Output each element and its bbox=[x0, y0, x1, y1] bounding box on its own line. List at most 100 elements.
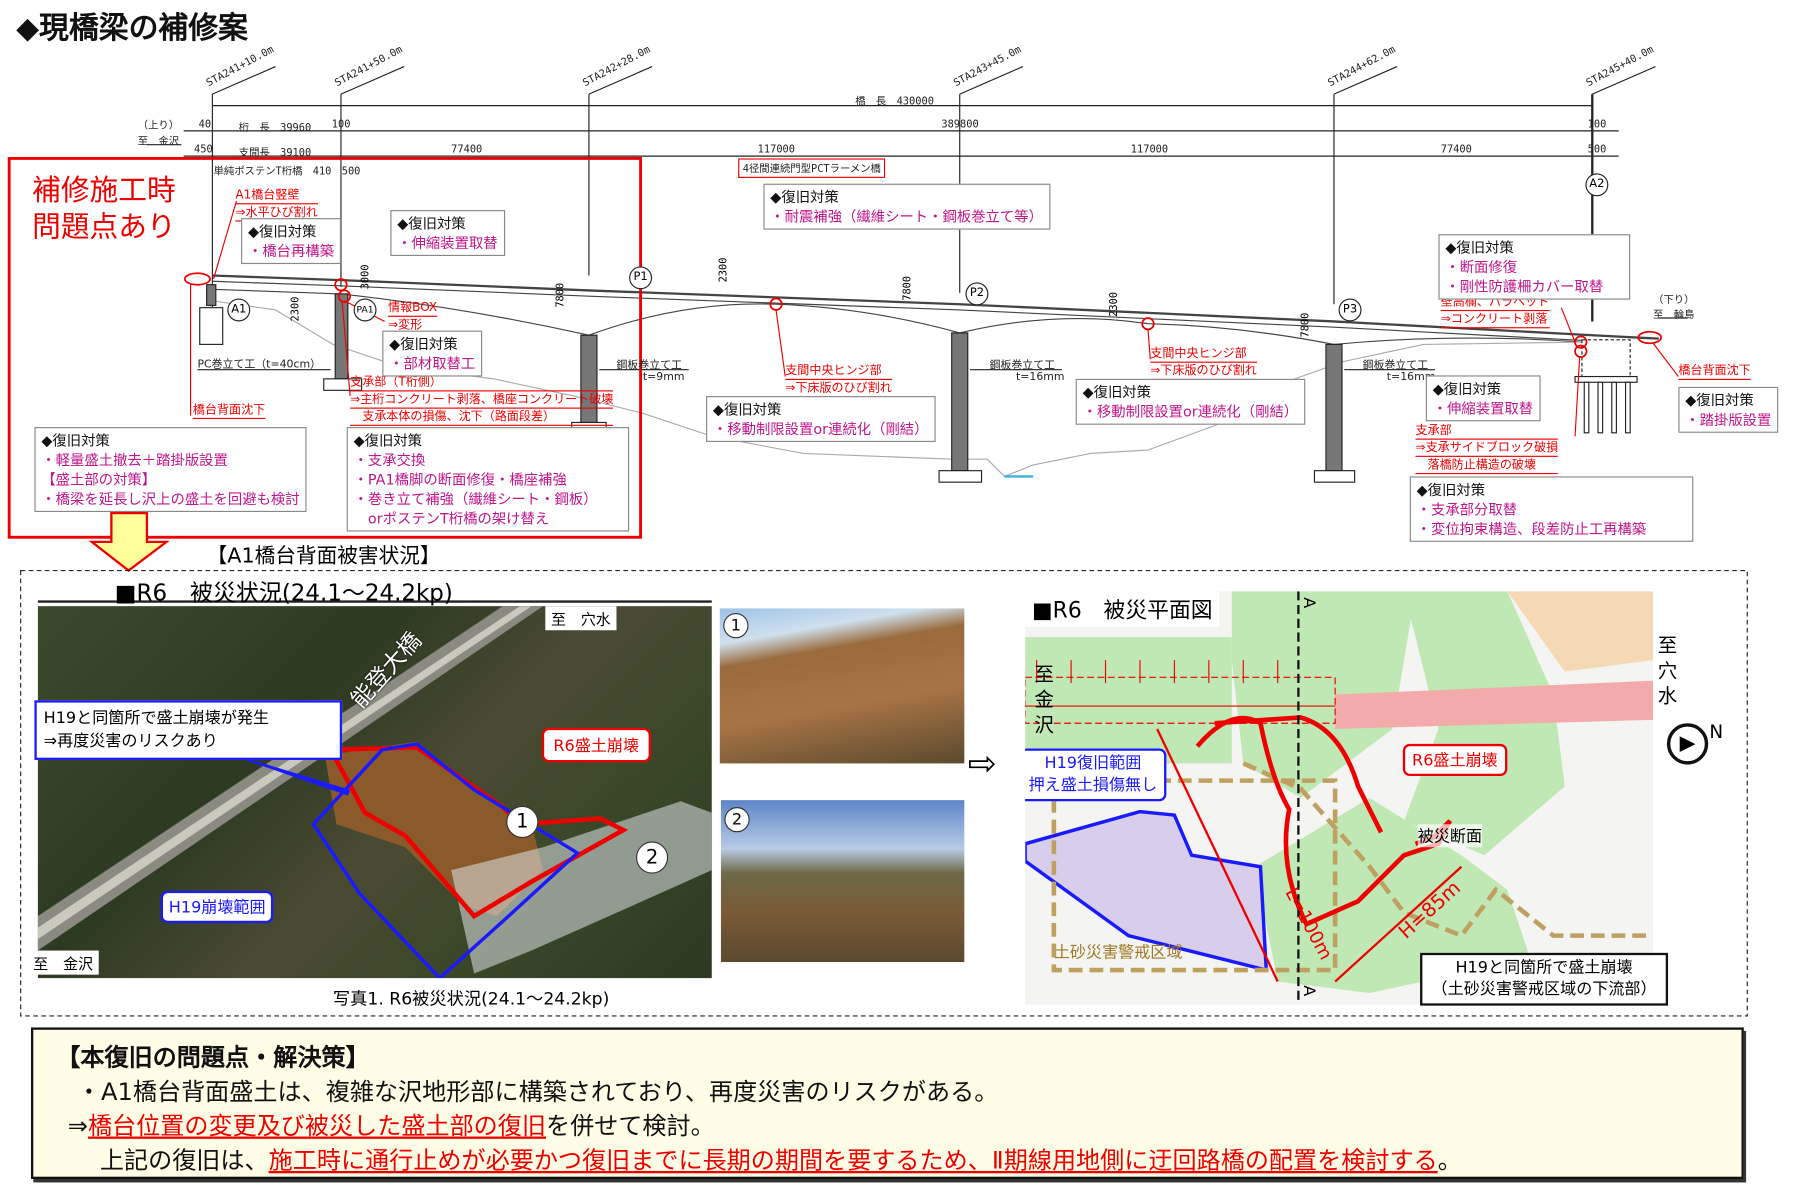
measure-item: ・剛性防護柵カバー取替 bbox=[1445, 277, 1604, 296]
span-dim: 117000 bbox=[1130, 144, 1169, 157]
measure-box: ◆復旧対策・橋台再構築 bbox=[241, 218, 341, 265]
span-dim: 支間長 39100 bbox=[238, 148, 312, 160]
damage-line: ⇒水平ひび割れ bbox=[235, 205, 318, 220]
measure-heading: ◆復旧対策 bbox=[1445, 238, 1514, 257]
damage-line: ⇒下床版のひび割れ bbox=[1150, 363, 1257, 378]
summary-highlight: 橋台位置の変更及び被災した盛土部の復旧 bbox=[87, 1112, 546, 1140]
girder-dim: 389800 bbox=[941, 119, 979, 131]
pier-label-p3: P3 bbox=[1338, 298, 1362, 322]
page-title: ◆現橋梁の補修案 bbox=[16, 11, 248, 46]
h19-box-line: 押え盛土損傷無し bbox=[1028, 776, 1158, 795]
measure-item: ・伸縮装置取替 bbox=[1432, 399, 1534, 417]
summary-text: を併せて検討。 bbox=[545, 1112, 715, 1140]
pier-label-pa1: PA1 bbox=[353, 298, 377, 322]
measure-box: ◆復旧対策・踏掛版設置 bbox=[1678, 386, 1779, 433]
zone-label: 土砂災害警戒区域 bbox=[1053, 943, 1183, 963]
height-dim: 7800 bbox=[555, 282, 568, 308]
damage-line: ⇒変形 bbox=[388, 317, 423, 332]
height-dim: 3000 bbox=[360, 264, 372, 290]
measure-heading: ◆復旧対策 bbox=[1432, 379, 1502, 398]
damage-line: A1橋台竪壁 bbox=[235, 187, 318, 205]
measure-box: ◆復旧対策・移動制限設置or連続化（剛結） bbox=[1075, 378, 1306, 425]
summary-heading: 【本復旧の問題点・解決策】 bbox=[56, 1043, 370, 1072]
measure-heading: ◆復旧対策 bbox=[389, 335, 458, 353]
girder-dim: 100 bbox=[1587, 119, 1607, 131]
measure-box: ◆復旧対策・断面修復・剛性防護柵カバー取替 bbox=[1438, 234, 1631, 300]
north-label: N bbox=[1709, 720, 1724, 743]
measure-box: ◆復旧対策・支承交換・PA1橋脚の断面修復・橋座補強・巻き立て補強（繊維シート・… bbox=[346, 427, 630, 532]
measure-heading: ◆復旧対策 bbox=[41, 431, 110, 449]
damage-label: 支間中央ヒンジ部⇒下床版のひび割れ bbox=[1150, 346, 1257, 380]
pier-label-p1: P1 bbox=[629, 266, 653, 290]
measure-box: ◆復旧対策・軽量盛土撤去＋踏掛版設置【盛土部の対策】・橋梁を延長し沢上の盛土を回… bbox=[34, 427, 307, 513]
measure-item: ・橋梁を延長し沢上の盛土を回避も検討 bbox=[41, 490, 300, 508]
damage-label: 情報BOX⇒変形 bbox=[388, 300, 438, 335]
callout-line: ⇒再度災害のリスクあり bbox=[43, 732, 218, 751]
damage-line: 支承部 bbox=[1415, 422, 1559, 440]
summary-arrow: ⇒ bbox=[67, 1112, 88, 1140]
plan-note-box: H19と同箇所で盛土崩壊 （土砂災害警戒区域の下流部） bbox=[1420, 952, 1669, 1006]
pier-label-a2: A2 bbox=[1585, 173, 1609, 197]
measure-heading: ◆復旧対策 bbox=[712, 400, 782, 418]
direction-up: （上り） bbox=[137, 120, 180, 133]
damage-label: 橋台背面沈下 bbox=[192, 402, 266, 420]
height-dim: 2300 bbox=[1108, 291, 1121, 317]
jacket-label: PC巻立て工（t=40cm） bbox=[197, 358, 322, 371]
measure-heading: ◆復旧対策 bbox=[353, 431, 423, 449]
pier-label-p2: P2 bbox=[965, 282, 989, 306]
damage-line: 橋台背面沈下 bbox=[1678, 363, 1751, 378]
damage-line: 支間中央ヒンジ部 bbox=[1150, 346, 1257, 363]
measure-item: ・変位拘束構造、段差防止工再構築 bbox=[1416, 520, 1647, 538]
h19-box-line: H19復旧範囲 bbox=[1044, 754, 1142, 773]
span-dim: 450 bbox=[194, 144, 213, 157]
simple-bridge-label: 単純ポステンT桁橋 410 500 bbox=[213, 166, 361, 178]
callout-line: H19と同箇所で盛土崩壊が発生 bbox=[43, 709, 270, 728]
section-mark-bottom: A bbox=[1299, 985, 1318, 997]
measure-heading: ◆復旧対策 bbox=[397, 214, 466, 232]
jacket-thickness: t=16mm bbox=[1015, 370, 1065, 384]
aerial-photo: 至 穴水 能登大橋 bbox=[37, 606, 712, 979]
measure-heading: ◆復旧対策 bbox=[1082, 383, 1152, 401]
span-dim: 77400 bbox=[1440, 144, 1472, 157]
damage-line: 橋台背面沈下 bbox=[192, 402, 266, 417]
measure-box: ◆復旧対策・伸縮装置取替 bbox=[390, 210, 505, 257]
callout-box: H19と同箇所で盛土崩壊が発生 ⇒再度災害のリスクあり bbox=[34, 700, 343, 760]
to-anamizu-label: 至 穴水 bbox=[545, 606, 617, 631]
damage-line: 落橋防止構造の破壊 bbox=[1415, 458, 1537, 472]
height-dim: 7800 bbox=[902, 275, 914, 301]
girder-dim: 40 bbox=[198, 119, 212, 131]
bridge-length: 橋 長 430000 bbox=[855, 96, 934, 108]
measure-box: ◆復旧対策・耐震補強（繊維シート・鋼板巻立て等） bbox=[763, 183, 1050, 230]
measure-item: ・軽量盛土撤去＋踏掛版設置 bbox=[41, 451, 228, 469]
north-arrow-icon: ▶ bbox=[1666, 723, 1709, 765]
measure-box: ◆復旧対策・伸縮装置取替 bbox=[1425, 375, 1541, 422]
measure-heading: ◆復旧対策 bbox=[1416, 481, 1486, 499]
damage-label: A1橋台竪壁⇒水平ひび割れ bbox=[235, 187, 318, 222]
down-arrow-icon bbox=[88, 512, 170, 573]
measure-item: ・支承交換 bbox=[353, 451, 426, 469]
summary-box: 【本復旧の問題点・解決策】 ・A1橋台背面盛土は、複雑な沢地形部に構築されており… bbox=[30, 1027, 1744, 1179]
girder-dim: 100 bbox=[331, 119, 351, 131]
direction-down: （下り） bbox=[1653, 295, 1695, 307]
damage-label: 支承部⇒支承サイドブロック破損 落橋防止構造の破壊 bbox=[1415, 422, 1559, 475]
plan-to-anamizu: 至穴水 bbox=[1657, 634, 1678, 709]
measure-item: ・踏掛版設置 bbox=[1685, 410, 1772, 429]
photo-2-marker: 2 bbox=[724, 807, 750, 833]
problem-heading: 補修施工時 問題点あり bbox=[32, 172, 176, 245]
measure-item: ・橋台再構築 bbox=[247, 242, 335, 260]
damage-line: 情報BOX bbox=[388, 300, 438, 317]
marker-1: 1 bbox=[506, 805, 539, 839]
measure-box: ◆復旧対策・部材取替工 bbox=[382, 330, 483, 377]
measure-heading: ◆復旧対策 bbox=[1685, 391, 1754, 409]
marker-2: 2 bbox=[635, 841, 669, 874]
plan-to-kanazawa: 至金沢 bbox=[1034, 663, 1054, 738]
plan-r6-collapse-tag: R6盛土崩壊 bbox=[1402, 743, 1507, 777]
damage-line: 支間中央ヒンジ部 bbox=[785, 363, 892, 380]
right-arrow-icon: ⇨ bbox=[967, 743, 997, 785]
height-dim: 7800 bbox=[1300, 312, 1313, 338]
damage-line: ⇒下床版のひび割れ bbox=[785, 381, 892, 395]
measure-item: 【盛土部の対策】 bbox=[41, 470, 157, 488]
girder-dim: 桁 長 39960 bbox=[238, 122, 312, 135]
